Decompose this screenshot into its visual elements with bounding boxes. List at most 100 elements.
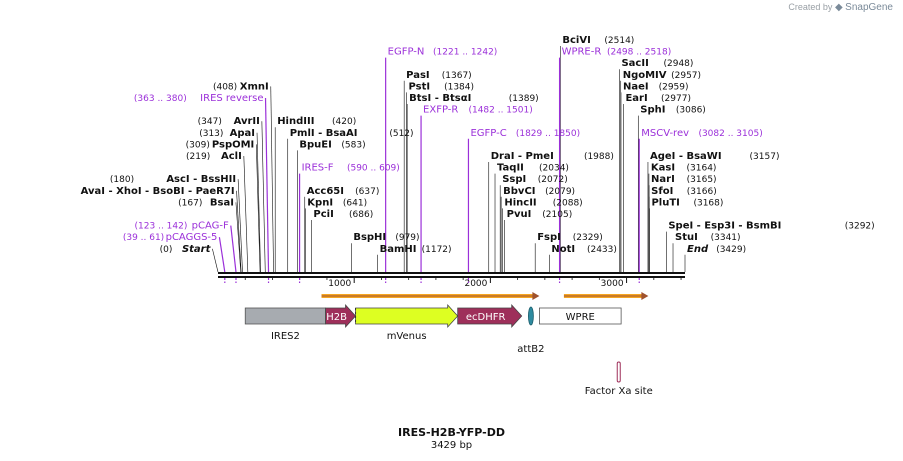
site-position: (641) <box>343 198 367 208</box>
site-name: SfoI <box>651 186 673 197</box>
site-position: (2079) <box>545 187 575 197</box>
site-position: (309) <box>186 140 210 150</box>
site-position: (2498 .. 2518) <box>607 48 671 58</box>
site-position: (1988) <box>584 152 614 162</box>
site-position: (2433) <box>587 245 617 255</box>
site-name: BbvCI <box>503 186 535 197</box>
site-name: PciI <box>313 209 333 220</box>
site-name: MSCV-rev <box>641 128 689 139</box>
leader-line <box>237 179 243 273</box>
credit-brand: SnapGene <box>845 2 893 13</box>
site-name: BciVI <box>562 35 590 46</box>
site-position: (1172) <box>422 245 452 255</box>
site-position: (3168) <box>693 198 723 208</box>
site-position: (347) <box>198 117 222 127</box>
site-position: (313) <box>199 129 223 139</box>
leader-line <box>264 97 270 273</box>
site-position: (2514) <box>604 36 634 46</box>
leader-line <box>255 144 261 273</box>
site-position: (686) <box>349 210 373 220</box>
site-position: (167) <box>178 198 202 208</box>
site-name: End <box>687 244 709 255</box>
site-name: BamHI <box>380 244 417 255</box>
site-name: BpuEI <box>299 139 331 150</box>
site-name: NotI <box>551 244 575 255</box>
site-position: (2034) <box>539 164 569 174</box>
site-position: (1829 .. 1850) <box>516 129 580 139</box>
site-position: (637) <box>355 187 379 197</box>
site-position: (219) <box>186 152 210 162</box>
scale-label: 2000 <box>464 279 487 289</box>
site-name: pCAGGS-5 <box>166 232 218 243</box>
site-name: AscI - BssHII <box>166 174 236 185</box>
snapgene-credit: Created by ◆ SnapGene <box>788 2 893 13</box>
site-name: AclI <box>221 151 242 162</box>
site-position: (979) <box>395 233 419 243</box>
site-position: (583) <box>341 140 365 150</box>
site-position: (1384) <box>444 82 474 92</box>
site-name: IRES-F <box>302 163 334 174</box>
site-name: SpeI - Esp3I - BsmBI <box>668 221 781 232</box>
site-name: EGFP-C <box>470 128 506 139</box>
site-position: (123 .. 142) <box>135 222 188 232</box>
site-position: (2329) <box>573 233 603 243</box>
feature-label: Factor Xa site <box>585 386 653 397</box>
site-name: AgeI - BsaWI <box>650 151 722 162</box>
backbone-top <box>218 272 685 274</box>
feature-mvenus[interactable] <box>355 303 459 329</box>
feature-label: mVenus <box>387 331 427 342</box>
site-position: (39 .. 61) <box>123 233 164 243</box>
scale-label: 3000 <box>601 279 624 289</box>
site-position: (3292) <box>845 222 875 232</box>
site-name: EXFP-R <box>423 105 458 116</box>
site-name: Acc65I <box>307 186 344 197</box>
site-name: WPRE-R <box>562 47 602 58</box>
feature-wpre[interactable] <box>539 307 622 325</box>
site-name: HindIII <box>277 116 314 127</box>
feature-label: WPRE <box>566 312 595 323</box>
site-name: SacII <box>621 58 648 69</box>
site-position: (512) <box>389 129 413 139</box>
site-position: (1221 .. 1242) <box>433 48 497 58</box>
site-position: (1367) <box>442 71 472 81</box>
feature-factor-xa-site[interactable] <box>616 361 621 383</box>
feature-attb2[interactable] <box>527 306 534 326</box>
site-name: Start <box>182 244 212 255</box>
backbone-bottom <box>218 276 685 278</box>
site-name: HincII <box>504 197 536 208</box>
feature-h2b[interactable] <box>325 303 357 329</box>
site-name: NaeI <box>623 81 649 92</box>
site-position: (0) <box>160 245 173 255</box>
site-position: (2072) <box>538 175 568 185</box>
site-position: (3166) <box>687 187 717 197</box>
leader-line <box>261 121 266 273</box>
feature-label: IRES2 <box>271 331 300 342</box>
site-position: (180) <box>110 175 134 185</box>
site-name: AvrII <box>234 116 260 127</box>
primer-arrow-head <box>641 292 649 300</box>
site-name: BtsI - BtsαI <box>409 93 471 104</box>
leader-line <box>218 237 226 273</box>
site-position: (2957) <box>671 71 701 81</box>
feature-ires2[interactable] <box>244 307 326 325</box>
site-name: IRES reverse <box>200 93 263 104</box>
site-name: EGFP-N <box>388 47 425 58</box>
site-name: PmlI - BsaAI <box>290 128 358 139</box>
site-name: KasI <box>651 163 675 174</box>
leader-line <box>243 155 249 273</box>
site-position: (2088) <box>553 198 583 208</box>
site-name: StuI <box>675 232 698 243</box>
site-position: (3429) <box>716 245 746 255</box>
feature-label: H2B <box>326 312 347 323</box>
site-name: PasI <box>406 70 429 81</box>
site-position: (3157) <box>750 152 780 162</box>
site-name: AvaI - XhoI - BsoBI - PaeR7I <box>81 186 235 197</box>
feature-ecdhfr[interactable] <box>457 303 523 329</box>
credit-prefix: Created by <box>788 2 833 12</box>
site-name: NarI <box>651 174 675 185</box>
site-position: (3086) <box>676 106 706 116</box>
construct-title: IRES-H2B-YFP-DD <box>398 426 505 439</box>
site-position: (590 .. 609) <box>347 164 400 174</box>
site-name: PstI <box>408 81 430 92</box>
site-position: (1389) <box>509 94 539 104</box>
